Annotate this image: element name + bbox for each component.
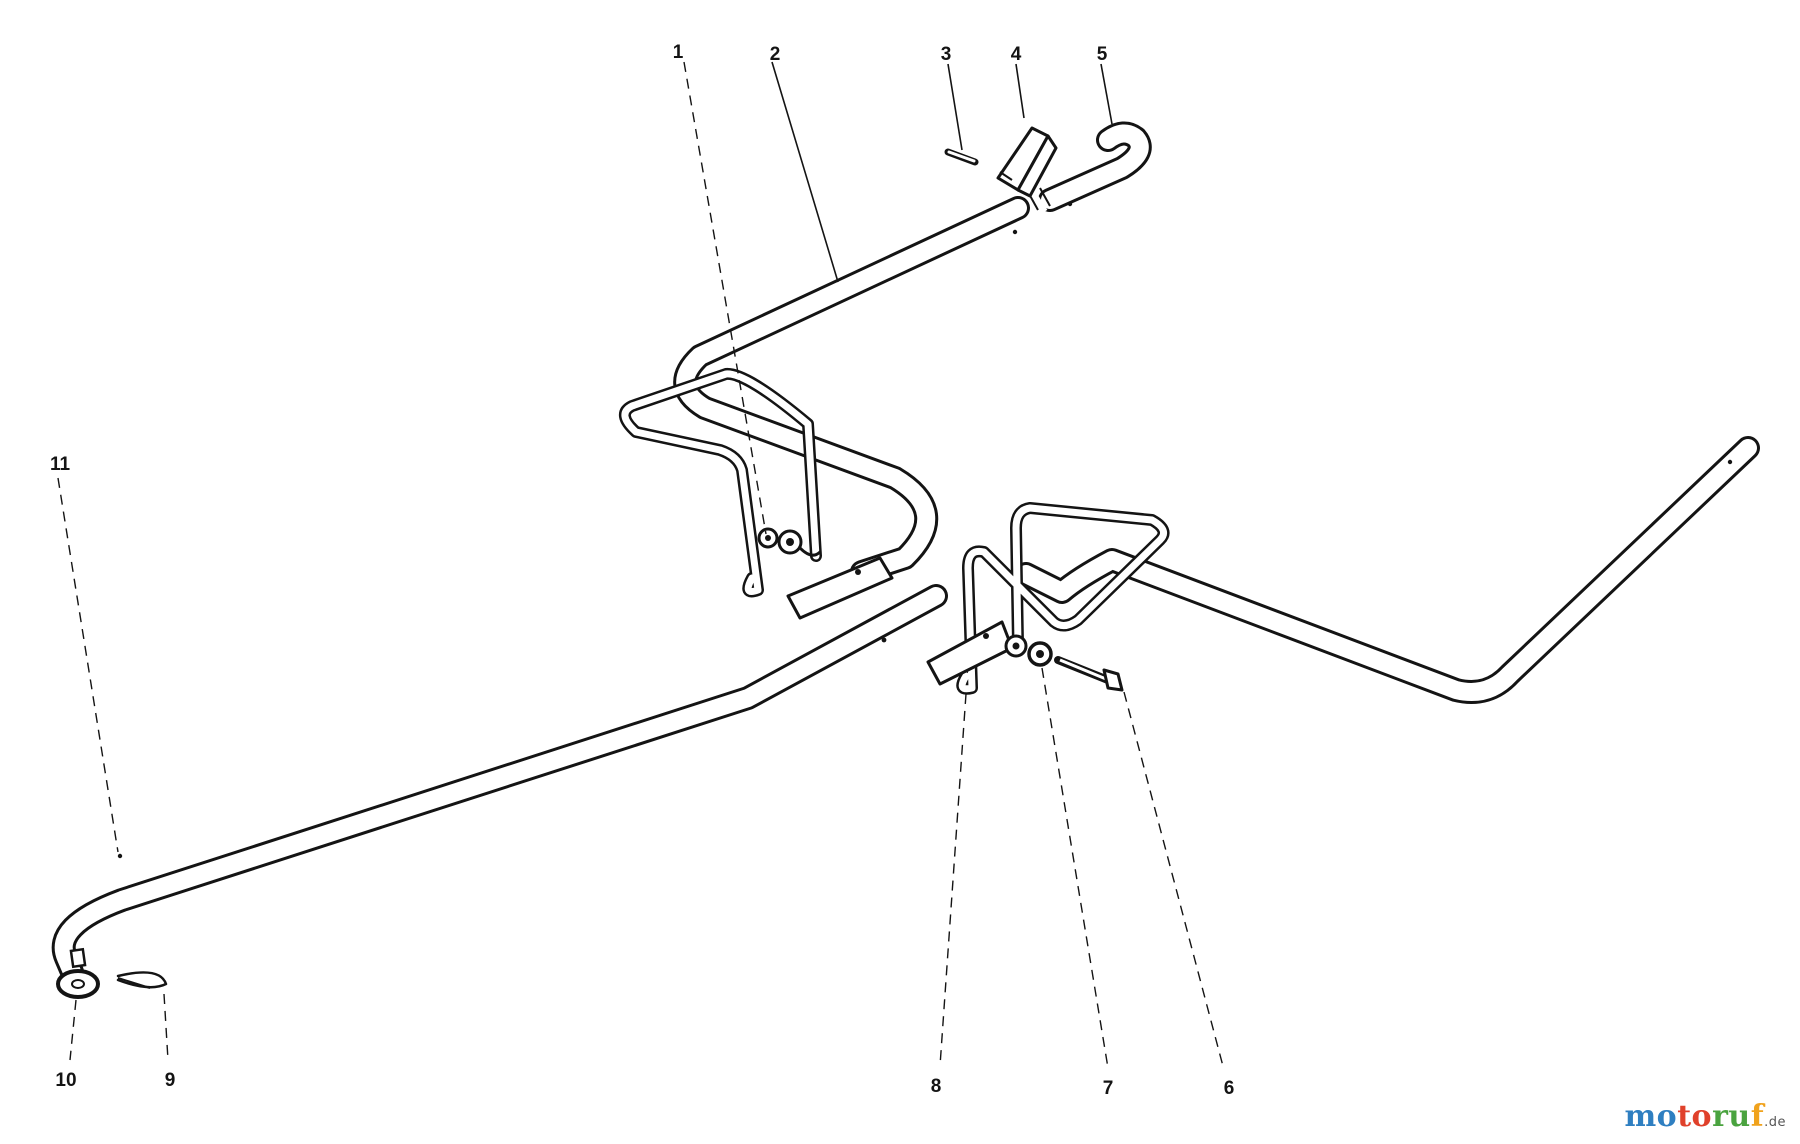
- callout-labels: 1 2 3 4 5 6 7 8 9 10 11: [50, 42, 1234, 1099]
- callout-3: 3: [941, 44, 952, 65]
- hairpin-clip: [116, 971, 168, 989]
- callout-10: 10: [55, 1070, 76, 1091]
- washer-7: [1027, 641, 1053, 667]
- bracket-clip: [996, 126, 1058, 198]
- watermark-part-2: to: [1677, 1099, 1713, 1134]
- callout-5: 5: [1097, 44, 1108, 65]
- right-wire-guide: [956, 502, 1170, 695]
- callout-1: 1: [673, 42, 684, 63]
- watermark-part-1: mo: [1624, 1099, 1678, 1134]
- right-handle-tube: [1014, 436, 1760, 704]
- lower-handle-tube: [51, 584, 948, 984]
- callout-2: 2: [770, 44, 781, 65]
- watermark-part-3: ru: [1712, 1099, 1751, 1134]
- callout-6: 6: [1224, 1078, 1235, 1099]
- watermark-tld: .de: [1764, 1115, 1786, 1130]
- right-bracket-plate: [926, 620, 1028, 686]
- callout-4: 4: [1011, 44, 1022, 65]
- leader-lines: [57, 61, 1225, 1071]
- callout-11: 11: [50, 454, 71, 475]
- left-bracket-plate: [786, 556, 894, 620]
- upper-handle-tube: [673, 121, 1152, 584]
- callout-9: 9: [165, 1070, 176, 1091]
- pin: [944, 148, 979, 166]
- watermark-logo: motoruf.de: [1624, 1099, 1786, 1134]
- bolt: [1054, 656, 1124, 692]
- left-wire-guide: [619, 367, 822, 598]
- callout-8: 8: [931, 1076, 942, 1097]
- washer-10: [56, 969, 100, 999]
- callout-7: 7: [1103, 1078, 1114, 1099]
- watermark-part-4: f: [1750, 1099, 1765, 1134]
